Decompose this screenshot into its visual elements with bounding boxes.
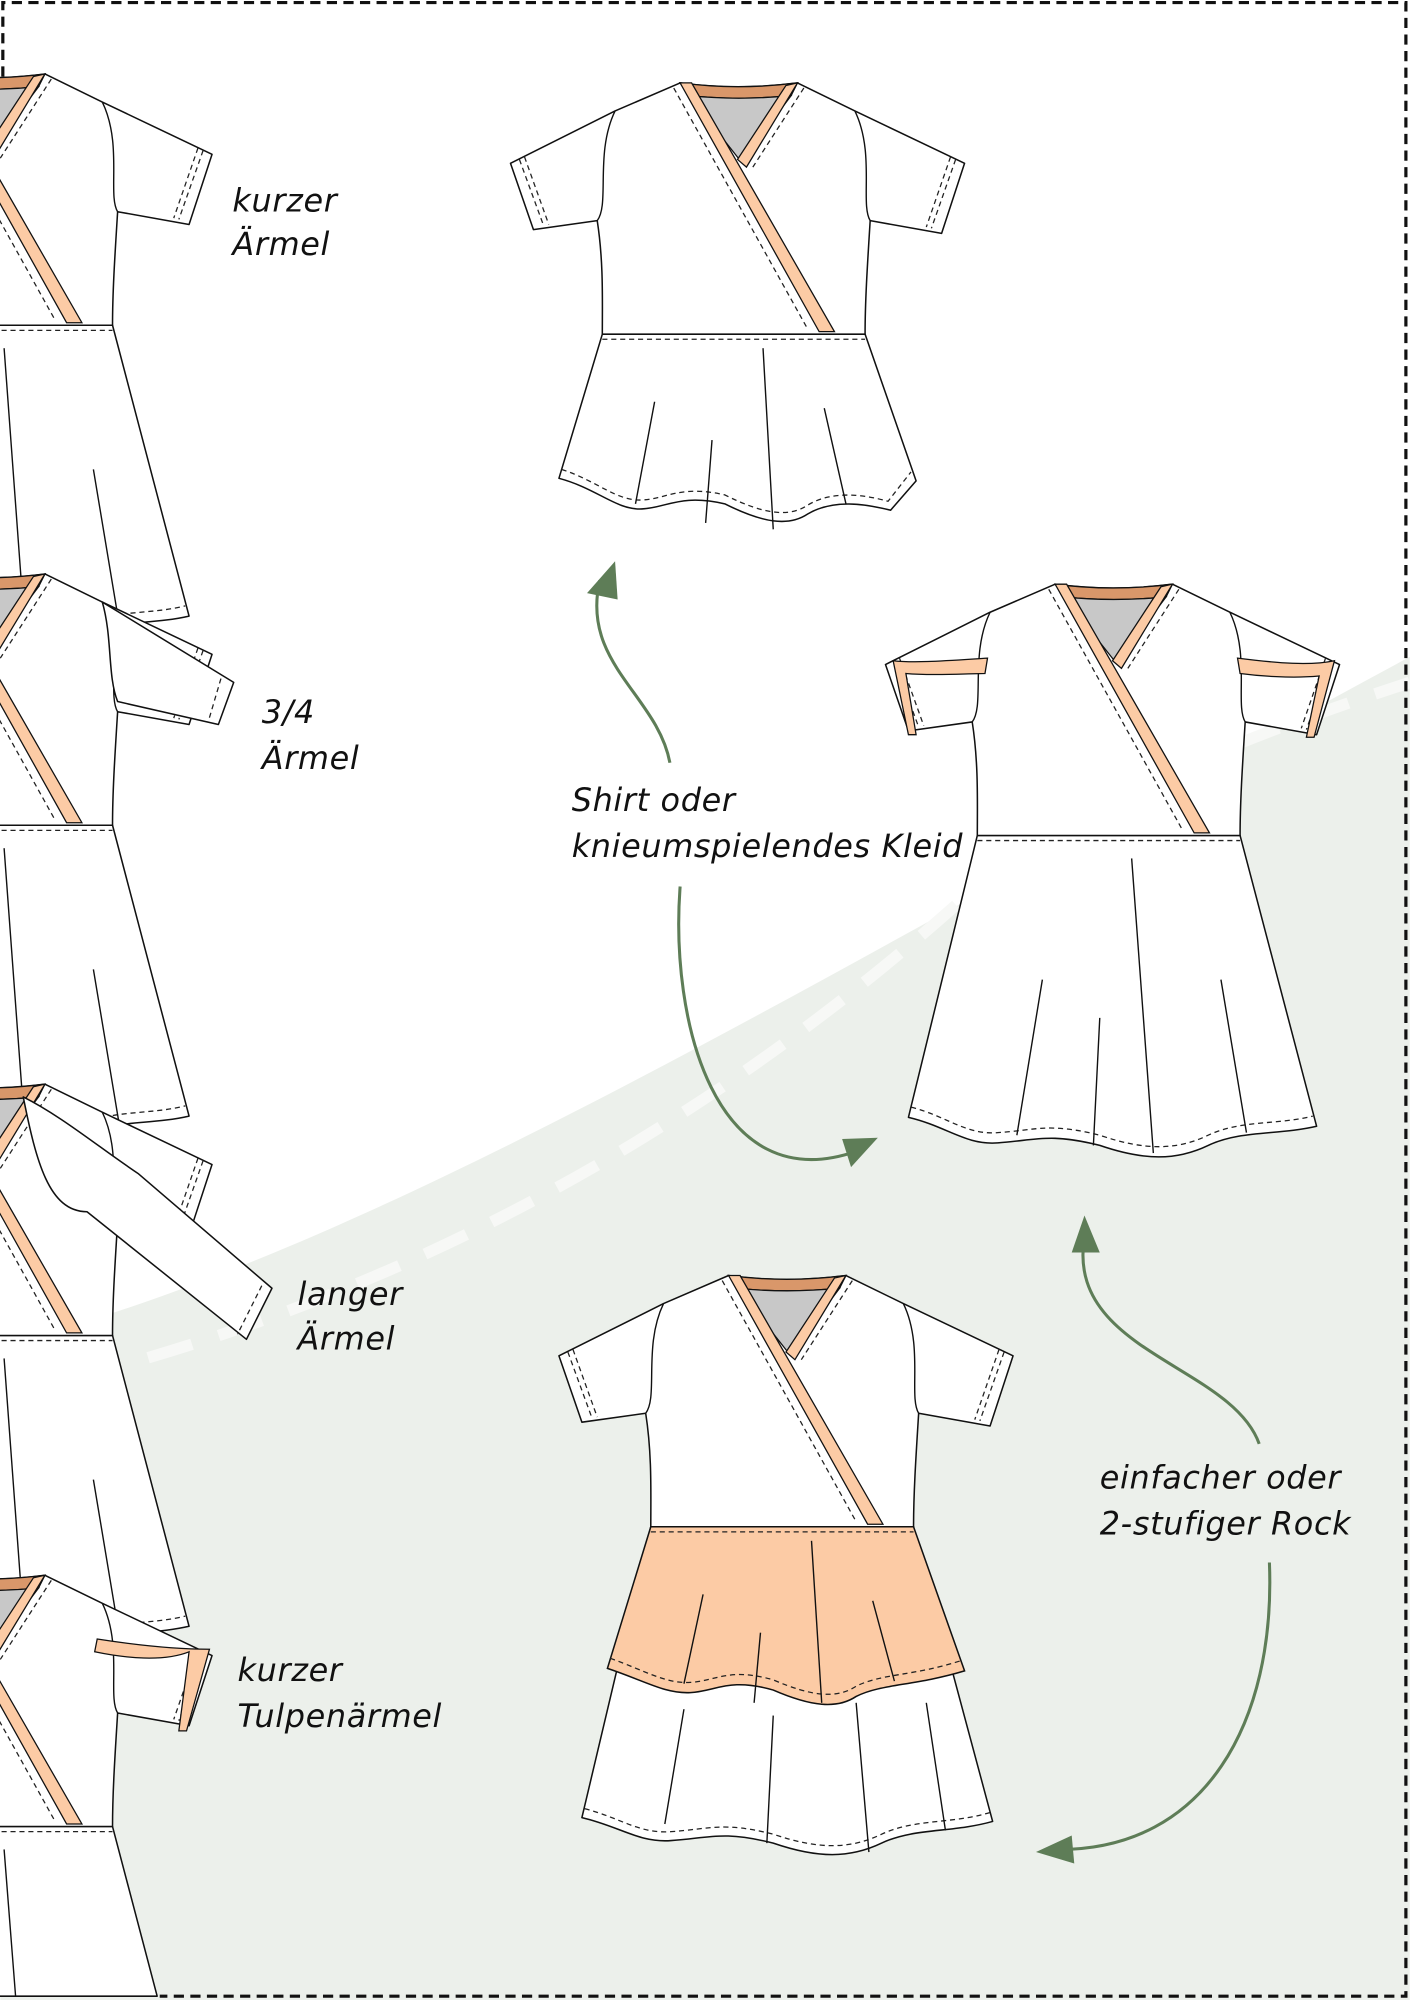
arrow-to-simple-skirt <box>1071 1215 1261 1445</box>
arrowhead-icon <box>587 561 618 600</box>
label-length-line2: knieumspielendes Kleid <box>572 827 964 865</box>
garment-dress-simple-skirt <box>884 583 1341 1158</box>
garment-long-sleeve-left <box>0 1083 273 1658</box>
label-long-sleeve-line1: langer <box>297 1275 404 1313</box>
arrowhead-icon <box>842 1137 878 1168</box>
garment-shirt <box>509 82 966 531</box>
label-length-line1: Shirt oder <box>572 781 737 819</box>
label-short-sleeve-line2: Ärmel <box>230 225 330 263</box>
garment-tulip-sleeve-left <box>0 1574 213 1997</box>
label-skirt-line2: 2-stufiger Rock <box>1100 1504 1352 1542</box>
label-skirt-line1: einfacher oder <box>1100 1459 1343 1497</box>
label-three-quarter-sleeve-line2: Ärmel <box>260 739 360 777</box>
arrow-to-shirt <box>587 561 672 764</box>
garment-three-quarter-sleeve-left <box>0 573 235 1148</box>
arrow-to-dress <box>677 886 878 1168</box>
arrowhead-icon <box>1035 1835 1075 1864</box>
label-three-quarter-sleeve-line1: 3/4 <box>262 693 315 731</box>
label-tulip-sleeve-line1: kurzer <box>238 1651 344 1689</box>
garment-short-sleeve-left <box>0 73 213 648</box>
arrow-to-two-tier-skirt <box>1035 1562 1272 1864</box>
arrowhead-icon <box>1071 1215 1100 1253</box>
dashed-divider <box>75 676 1410 1384</box>
label-long-sleeve-line2: Ärmel <box>295 1319 395 1357</box>
label-tulip-sleeve-line2: Tulpenärmel <box>238 1697 443 1735</box>
label-short-sleeve-line1: kurzer <box>232 182 338 220</box>
